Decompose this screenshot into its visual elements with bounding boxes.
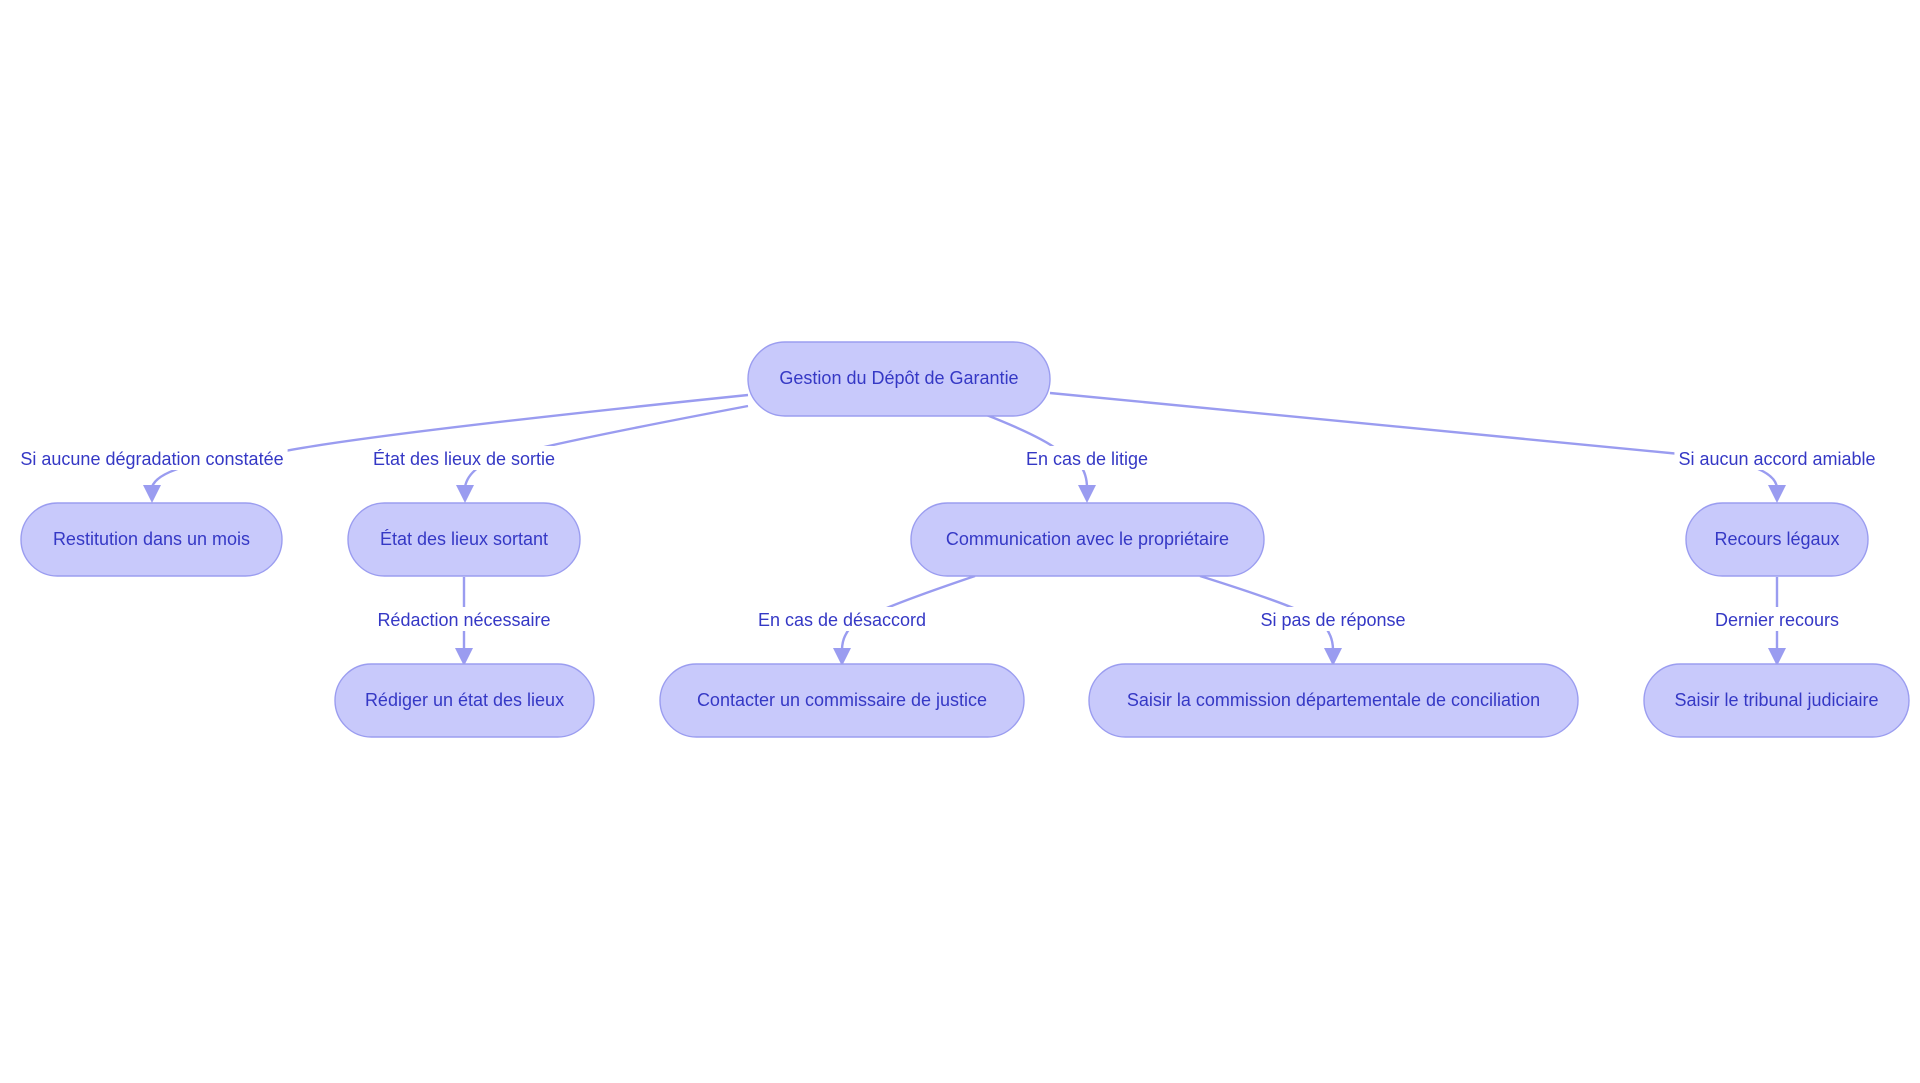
arrowhead-tribunal <box>1768 648 1786 666</box>
arrowhead-recours <box>1768 485 1786 503</box>
edge-label-restitution: Si aucune dégradation constatée <box>20 449 283 469</box>
node-recours: Recours légaux <box>1685 502 1869 577</box>
node-communication: Communication avec le propriétaire <box>910 502 1265 577</box>
node-commissaire-label: Contacter un commissaire de justice <box>697 690 987 710</box>
arrowhead-rediger <box>455 648 473 666</box>
edge-label-litige: En cas de litige <box>1026 449 1148 469</box>
edge-label-dernier-recours: Dernier recours <box>1715 610 1839 630</box>
edge-label-pas-reponse: Si pas de réponse <box>1260 610 1405 630</box>
node-communication-label: Communication avec le propriétaire <box>946 529 1229 549</box>
node-commission: Saisir la commission départementale de c… <box>1088 663 1579 738</box>
arrowhead-commission <box>1324 648 1342 666</box>
node-tribunal: Saisir le tribunal judiciaire <box>1643 663 1910 738</box>
node-root-label: Gestion du Dépôt de Garantie <box>779 368 1018 388</box>
node-rediger-label: Rédiger un état des lieux <box>365 690 564 710</box>
edge-labels: Si aucune dégradation constatée État des… <box>16 446 1880 631</box>
node-tribunal-label: Saisir le tribunal judiciaire <box>1674 690 1878 710</box>
node-root: Gestion du Dépôt de Garantie <box>747 341 1051 417</box>
edge-label-recours: Si aucun accord amiable <box>1678 449 1875 469</box>
edge-label-desaccord: En cas de désaccord <box>758 610 926 630</box>
arrowhead-restitution <box>143 485 161 503</box>
node-rediger: Rédiger un état des lieux <box>334 663 595 738</box>
edge-label-etat: État des lieux de sortie <box>373 449 555 469</box>
edge-label-redaction: Rédaction nécessaire <box>377 610 550 630</box>
arrowhead-commissaire <box>833 648 851 666</box>
arrowhead-communication <box>1078 485 1096 503</box>
node-recours-label: Recours légaux <box>1714 529 1839 549</box>
edge-root-restitution <box>150 393 749 488</box>
arrowhead-etat <box>456 485 474 503</box>
node-restitution-label: Restitution dans un mois <box>53 529 250 549</box>
arrowheads <box>143 485 1786 666</box>
node-commissaire: Contacter un commissaire de justice <box>659 663 1025 738</box>
edge-root-recours <box>1049 391 1779 489</box>
node-restitution: Restitution dans un mois <box>20 502 283 577</box>
node-etat-sortant-label: État des lieux sortant <box>380 529 548 549</box>
node-commission-label: Saisir la commission départementale de c… <box>1127 690 1540 710</box>
node-etat-sortant: État des lieux sortant <box>347 502 581 577</box>
